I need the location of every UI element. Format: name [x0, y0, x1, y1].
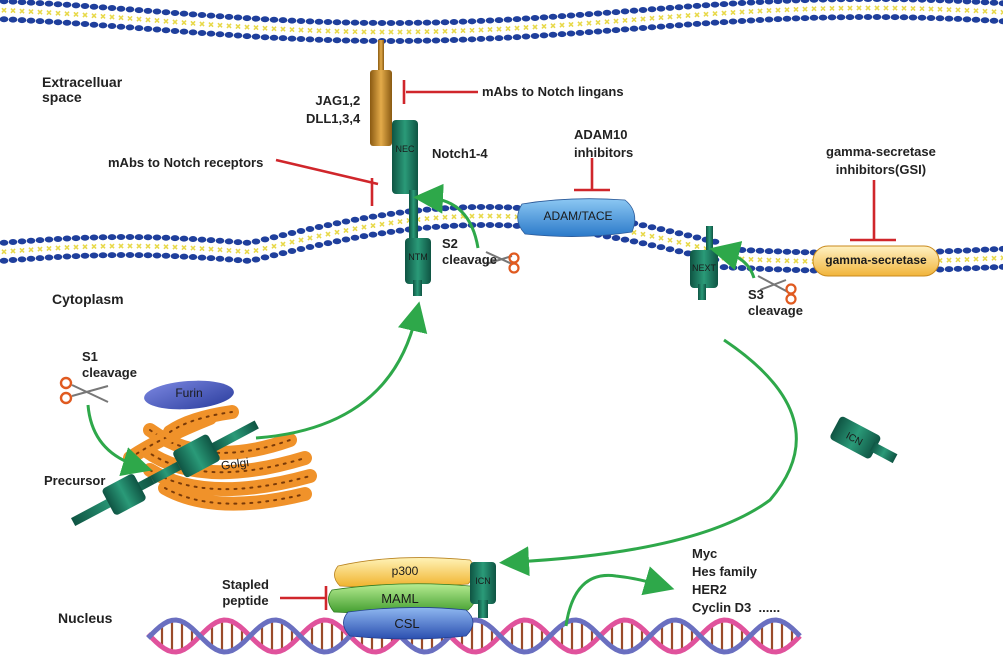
cytoplasm-label: Cytoplasm — [52, 291, 124, 307]
scissors-icon — [485, 251, 520, 274]
nuclear-icn-label: ICN — [475, 576, 491, 586]
mabs-receptors-label: mAbs to Notch receptors — [108, 155, 264, 170]
ntm-domain-label: NTM — [408, 252, 428, 262]
extracellular-space-label: Extracelluar space — [42, 74, 123, 105]
adam10-inhibitors-label: ADAM10 inhibitors — [574, 127, 634, 160]
furin-label: Furin — [175, 386, 203, 400]
adam-tace-label: ADAM/TACE — [543, 209, 613, 223]
notch-receptor — [392, 120, 431, 296]
scissors-icon — [757, 275, 797, 305]
maml-label: MAML — [381, 591, 419, 606]
precursor-label: Precursor — [44, 473, 106, 488]
furin-enzyme — [144, 380, 234, 410]
csl-label: CSL — [394, 616, 420, 631]
golgi-apparatus — [123, 405, 317, 511]
s3-cleavage-label: S3 cleavage — [748, 287, 803, 318]
stapled-peptide-label: Stapled peptide — [222, 577, 269, 608]
gsi-label: gamma-secretase inhibitors(GSI) — [826, 144, 936, 177]
s2-cleavage-label: S2 cleavage — [442, 236, 497, 267]
pathway-arrows — [86, 183, 798, 627]
s1-cleavage-label: S1 cleavage — [82, 349, 137, 380]
notch-receptor-label: Notch1-4 — [432, 146, 488, 161]
mabs-ligands-label: mAbs to Notch lingans — [482, 84, 624, 99]
p300-label: p300 — [391, 564, 419, 578]
inhibition-marks — [275, 80, 896, 610]
adam-tace-enzyme — [517, 198, 636, 237]
nucleus-label: Nucleus — [58, 610, 113, 626]
next-domain-label: NEXT — [691, 263, 716, 273]
dna-double-helix — [146, 617, 802, 655]
notch-ligand — [370, 40, 392, 146]
scissors-icon — [59, 376, 109, 405]
nec-domain-label: NEC — [395, 144, 415, 154]
transcription-complex — [328, 557, 496, 640]
upper-cell-membrane — [0, 0, 1003, 44]
ligand-label: JAG1,2 DLL1,3,4 — [306, 93, 361, 126]
gamma-secretase-label: gamma-secretase — [825, 253, 927, 267]
gamma-secretase-enzyme — [812, 245, 940, 277]
notch-precursor — [70, 420, 259, 527]
target-genes-list: Myc Hes family HER2 Cyclin D3 ...... — [692, 546, 781, 615]
free-icn — [830, 416, 898, 464]
